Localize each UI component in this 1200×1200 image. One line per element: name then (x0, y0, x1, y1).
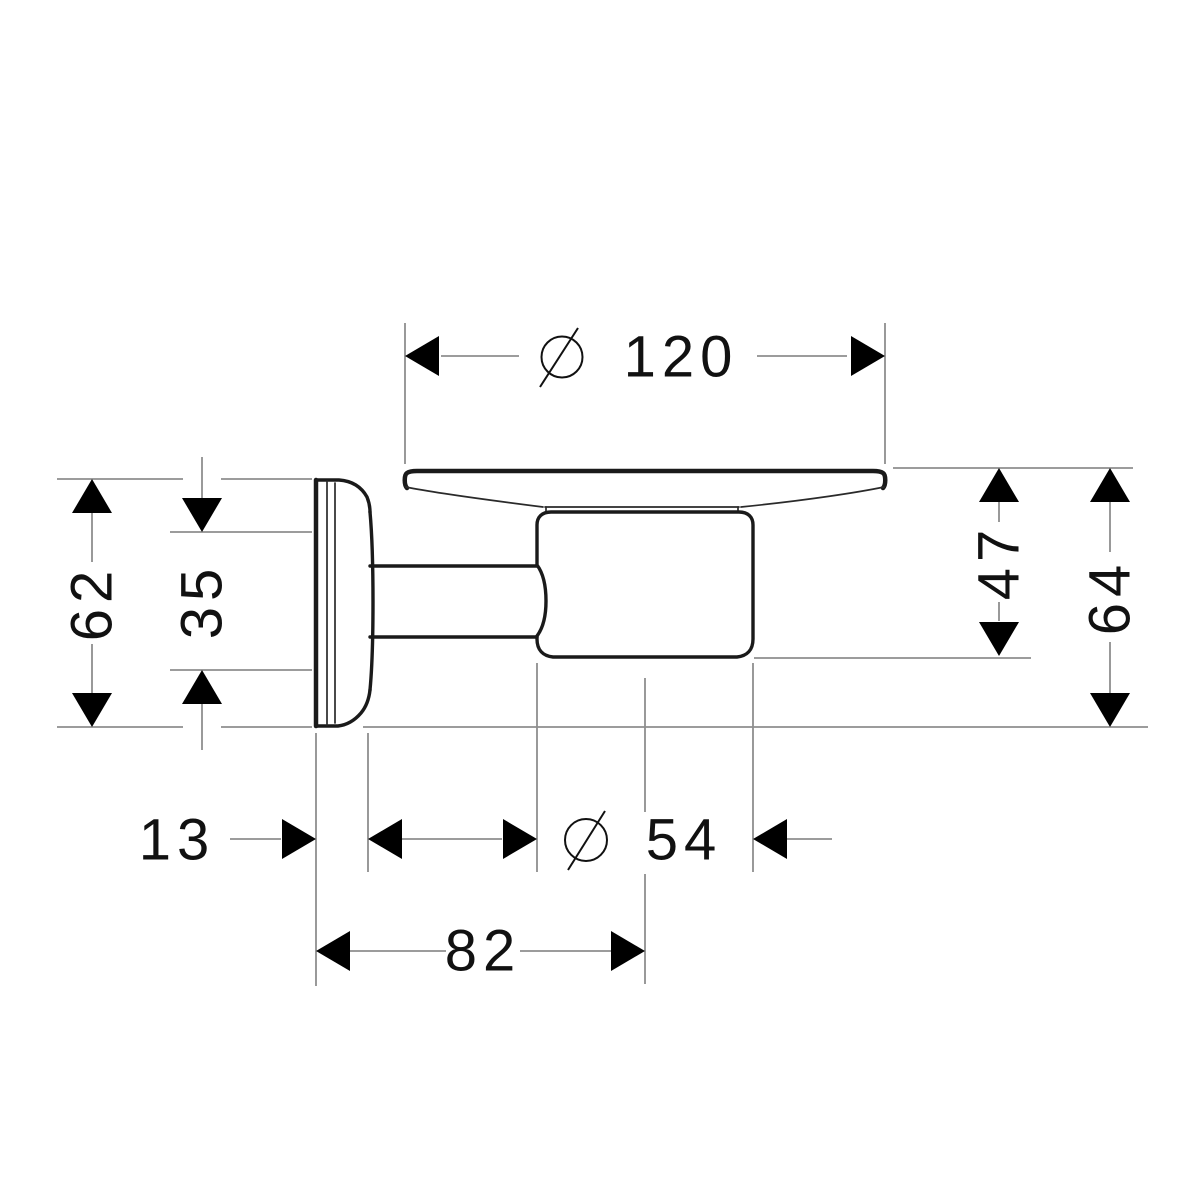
dish-top-profile (402, 468, 888, 491)
arrowhead-right-icon (282, 819, 316, 859)
dim-label-boss-height: 35 (170, 563, 235, 640)
arrowhead-up-icon (72, 479, 112, 513)
arrowhead-down-icon (182, 498, 222, 532)
wall-plate (313, 477, 375, 729)
dimension-labels: 120 62 35 47 64 13 54 82 (60, 325, 1143, 984)
support-arm (368, 564, 539, 639)
arrowhead-down-icon (1090, 693, 1130, 727)
dimension-lines (91, 355, 1111, 952)
dim-label-plate-height: 62 (60, 565, 125, 642)
arrowhead-up-icon (979, 468, 1019, 502)
arrowhead-left-icon (368, 819, 402, 859)
arrowhead-left-icon (753, 819, 787, 859)
arrowhead-right-icon (503, 819, 537, 859)
dish-underside-right (740, 486, 885, 508)
arrowhead-down-icon (72, 693, 112, 727)
dim-label-plate-depth: 13 (139, 808, 216, 873)
arrowhead-right-icon (851, 336, 885, 376)
dim-label-wall-to-cup-center: 82 (445, 919, 522, 984)
dim-label-dish-diameter: 120 (624, 325, 739, 390)
arrowhead-up-icon (182, 670, 222, 704)
dim-label-cup-diameter: 54 (646, 808, 723, 873)
cup-holder (535, 510, 755, 659)
dish-underside-left (405, 486, 544, 508)
arrowhead-left-icon (405, 336, 439, 376)
wall-plate-front-edge (368, 510, 375, 692)
diameter-symbols (539, 327, 608, 871)
dim-label-top-to-cup-bottom: 47 (967, 524, 1032, 601)
extension-lines (57, 323, 1148, 986)
arrowhead-down-icon (979, 622, 1019, 656)
diameter-symbol-icon (539, 327, 584, 388)
cup-outline (535, 510, 755, 659)
soap-dish (402, 468, 888, 513)
dim-label-top-to-plate-bottom: 64 (1078, 559, 1143, 636)
wall-plate-bottom-cap (314, 688, 372, 728)
arrowhead-right-icon (611, 931, 645, 971)
wall-plate-top-cap (314, 478, 372, 514)
arrowhead-left-icon (316, 931, 350, 971)
arrowhead-up-icon (1090, 468, 1130, 502)
diameter-symbol-icon (564, 810, 608, 871)
arrowheads (72, 336, 1130, 971)
